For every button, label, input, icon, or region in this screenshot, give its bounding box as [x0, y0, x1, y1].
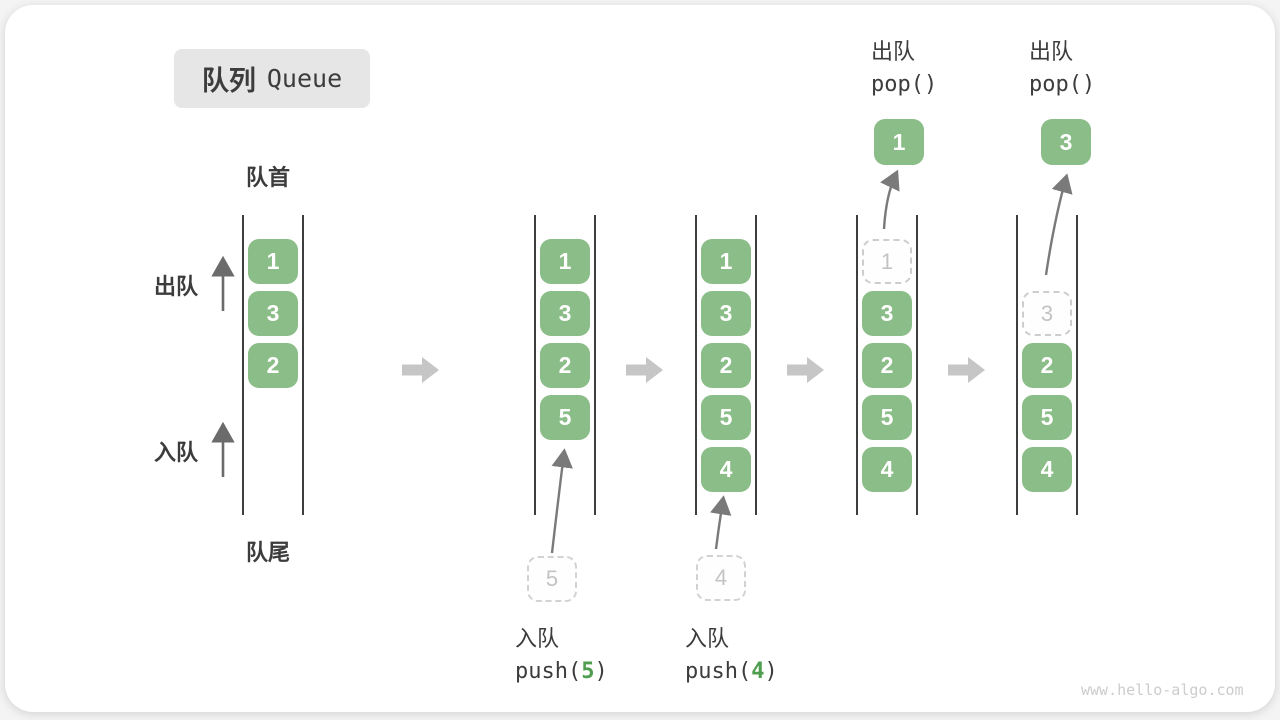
queue-cell: 2 [701, 343, 751, 388]
incoming-ghost-cell: 5 [527, 556, 577, 602]
pop1-label-zh: 出队 [871, 39, 916, 64]
push4-operation-label: 入队 push(4) [685, 622, 778, 688]
step-arrow-icon [787, 357, 824, 383]
queue-front-label: 队首 [245, 165, 290, 190]
step-arrow-icon [948, 357, 985, 383]
step-arrow-icon [402, 357, 439, 383]
queue-cell: 4 [1022, 447, 1072, 492]
push-arrow-icon [550, 448, 573, 554]
queue-cell: 1 [248, 239, 298, 284]
push-arrow-icon [710, 495, 732, 550]
queue-cell: 4 [701, 447, 751, 492]
pop-arrow-icon [880, 169, 900, 230]
queue-cell-ghost: 1 [862, 239, 912, 284]
push5-code: push(5) [515, 655, 608, 688]
pop3-code: pop() [1029, 72, 1096, 97]
enqueue-side-label: 入队 [154, 440, 199, 465]
pop3-label-zh: 出队 [1029, 39, 1074, 64]
code-close: ) [594, 659, 608, 684]
queue-state-2: 1 3 2 5 [534, 215, 596, 515]
enqueue-up-arrow-icon [211, 421, 235, 477]
queue-wall-left [534, 215, 536, 515]
code-open: push( [685, 659, 752, 684]
queue-cell: 3 [540, 291, 590, 336]
queue-cell-ghost: 3 [1022, 291, 1072, 336]
dequeue-side-label: 出队 [154, 274, 199, 299]
queue-cell: 2 [248, 343, 298, 388]
pop3-operation-label: 出队 pop() [1029, 35, 1095, 101]
queue-state-5: 3 2 5 4 [1016, 215, 1078, 515]
push5-operation-label: 入队 push(5) [515, 622, 608, 688]
diagram-card: 队列 Queue 队首 队尾 出队 入队 1 3 2 1 3 2 5 5 [5, 5, 1275, 712]
queue-cell: 5 [540, 395, 590, 440]
queue-cell: 2 [540, 343, 590, 388]
popped-value-cell: 3 [1041, 119, 1091, 165]
queue-cell: 5 [701, 395, 751, 440]
watermark: www.hello-algo.com [1081, 681, 1244, 699]
queue-wall-left [695, 215, 697, 515]
pop-arrow-icon [1044, 173, 1073, 276]
queue-cell: 2 [862, 343, 912, 388]
code-arg: 4 [751, 659, 765, 684]
queue-cell: 1 [540, 239, 590, 284]
queue-state-4: 1 3 2 5 4 [856, 215, 918, 515]
queue-cell: 5 [862, 395, 912, 440]
pop1-code: pop() [871, 72, 938, 97]
push4-code: push(4) [685, 655, 778, 688]
queue-cell: 4 [862, 447, 912, 492]
pop1-operation-label: 出队 pop() [871, 35, 937, 101]
queue-wall-right [302, 215, 304, 515]
code-arg: 5 [581, 659, 595, 684]
queue-wall-left [242, 215, 244, 515]
title-badge: 队列 Queue [174, 49, 370, 108]
queue-wall-right [916, 215, 918, 515]
push5-label-zh: 入队 [515, 626, 560, 651]
queue-wall-right [755, 215, 757, 515]
queue-wall-left [856, 215, 858, 515]
queue-cell: 3 [701, 291, 751, 336]
queue-state-3: 1 3 2 5 4 [695, 215, 757, 515]
popped-value-cell: 1 [874, 119, 924, 165]
queue-wall-right [594, 215, 596, 515]
queue-wall-left [1016, 215, 1018, 515]
incoming-ghost-cell: 4 [696, 555, 746, 601]
queue-cell: 3 [248, 291, 298, 336]
queue-state-1: 1 3 2 [242, 215, 304, 515]
queue-rear-label: 队尾 [245, 540, 290, 565]
push4-label-zh: 入队 [685, 626, 730, 651]
queue-cell: 1 [701, 239, 751, 284]
title-zh: 队列 [201, 66, 256, 96]
queue-cell: 2 [1022, 343, 1072, 388]
queue-wall-right [1076, 215, 1078, 515]
queue-cell: 5 [1022, 395, 1072, 440]
dequeue-up-arrow-icon [211, 255, 235, 311]
code-close: ) [764, 659, 778, 684]
step-arrow-icon [626, 357, 663, 383]
code-open: push( [515, 659, 582, 684]
queue-cell: 3 [862, 291, 912, 336]
title-en: Queue [266, 64, 343, 93]
